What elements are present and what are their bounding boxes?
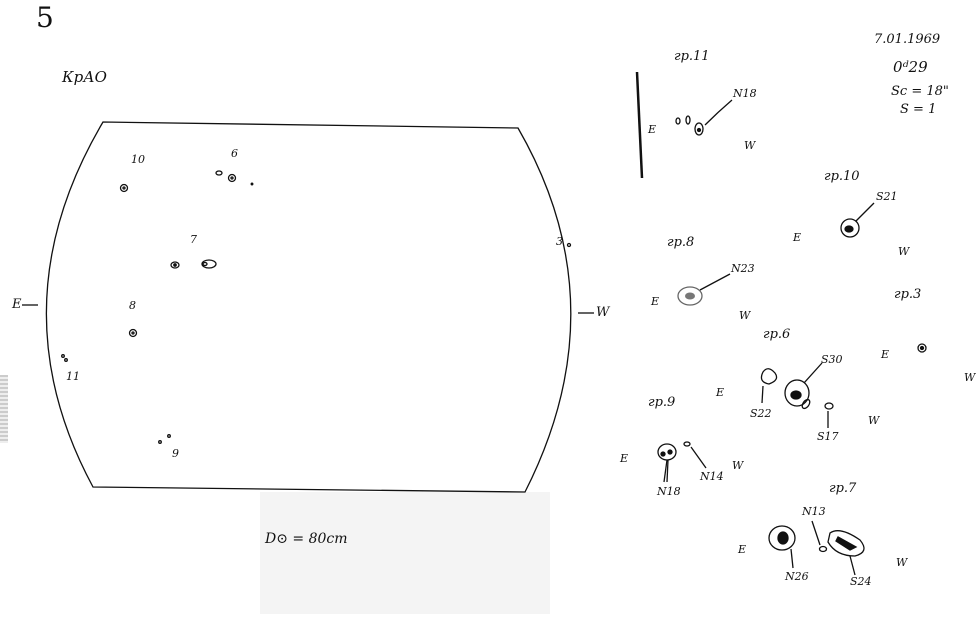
west-marker: W	[744, 139, 756, 152]
spot-label: N14	[700, 470, 724, 483]
east-marker: E	[651, 295, 660, 308]
disk-east-label: E	[12, 297, 22, 312]
east-marker: E	[716, 386, 725, 399]
scan-edge	[0, 375, 8, 443]
detail-group-10: гр.10	[824, 169, 860, 184]
detail-group-6: гр.6	[763, 327, 791, 342]
group-label-6: 6	[231, 147, 238, 160]
observation-date: 7.01.1969	[874, 32, 941, 47]
seeing-s: S = 1	[900, 102, 937, 117]
east-marker: E	[738, 543, 747, 556]
west-marker: W	[964, 371, 976, 384]
sheet-number: 5	[36, 1, 54, 34]
diameter-note: D⊙ = 80cm	[265, 531, 348, 547]
group-label-9: 9	[172, 447, 179, 460]
spot-label: N26	[785, 570, 809, 583]
seeing-sc: Sc = 18"	[891, 84, 949, 99]
east-marker: E	[881, 348, 890, 361]
spot-label: N18	[733, 87, 757, 100]
east-marker: E	[620, 452, 629, 465]
detail-group-11: гр.11	[674, 49, 710, 64]
group-label-10: 10	[131, 153, 145, 166]
disk-west-label: W	[596, 305, 610, 320]
west-marker: W	[898, 245, 910, 258]
disk-spots	[61, 170, 572, 444]
west-marker: W	[868, 414, 880, 427]
solar-disk-outline	[45, 121, 572, 493]
paper-patch	[260, 492, 550, 614]
group-label-3: 3	[556, 235, 563, 248]
spot-label: N13	[802, 505, 826, 518]
spot-label: S17	[817, 430, 839, 443]
group-label-7: 7	[190, 233, 197, 246]
detail-group-8: гр.8	[667, 235, 695, 250]
west-marker: W	[896, 556, 908, 569]
group-label-11: 11	[66, 370, 80, 383]
east-marker: E	[648, 123, 657, 136]
spot-label: S22	[750, 407, 772, 420]
vertical-bar	[635, 71, 644, 179]
west-marker: W	[739, 309, 751, 322]
observatory-label: КрАО	[62, 68, 107, 86]
spot-label: S30	[821, 353, 843, 366]
spot-label: S21	[876, 190, 898, 203]
west-marker: W	[732, 459, 744, 472]
spot-label: S24	[850, 575, 872, 588]
spot-label: N23	[731, 262, 755, 275]
detail-group-7: гр.7	[829, 481, 857, 496]
east-marker: E	[793, 231, 802, 244]
spot-label: N18	[657, 485, 681, 498]
observation-time: 0ᵈ29	[893, 58, 928, 76]
group-label-8: 8	[129, 299, 136, 312]
detail-group-9: гр.9	[648, 395, 676, 410]
detail-group-3: гр.3	[894, 287, 922, 302]
